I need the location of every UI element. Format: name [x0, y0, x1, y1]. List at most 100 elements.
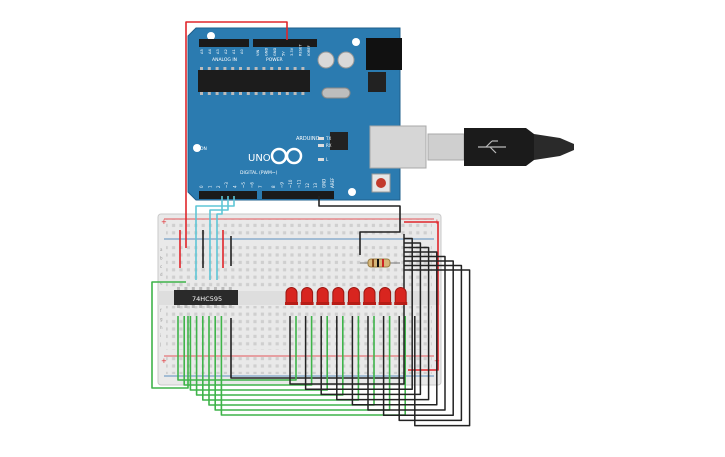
chip-pin — [228, 305, 232, 308]
atmega-pin — [246, 67, 250, 70]
digital-pin-label: 4 — [233, 185, 238, 188]
black-wire[interactable] — [404, 269, 471, 427]
atmega-pin — [293, 67, 297, 70]
black-wire[interactable] — [367, 255, 446, 411]
analog-pin-label: A2 — [224, 49, 228, 54]
green-wire[interactable] — [208, 316, 375, 406]
wire-gnd-bottom[interactable] — [230, 318, 404, 379]
led[interactable] — [378, 287, 392, 306]
green-wire[interactable] — [220, 316, 406, 416]
chip-label: 74HC595 — [192, 295, 222, 303]
wire-rail-red-right[interactable] — [404, 221, 439, 371]
wire-signal-data[interactable] — [195, 196, 235, 280]
black-wire[interactable] — [382, 260, 454, 416]
atmega-chip — [198, 70, 310, 92]
wire-green-loop[interactable] — [151, 281, 189, 389]
black-wire[interactable] — [304, 237, 413, 390]
chip-pin — [221, 287, 225, 290]
power-header[interactable] — [253, 39, 317, 47]
row-letter: j — [159, 342, 161, 347]
digital-header-low[interactable] — [199, 191, 257, 199]
usb-cable[interactable] — [369, 125, 574, 169]
led[interactable] — [300, 287, 314, 306]
black-wire[interactable] — [351, 251, 438, 406]
tx-label: TX — [325, 136, 331, 141]
top-terminal-strip[interactable] — [166, 246, 432, 290]
row-letter: e — [160, 281, 163, 286]
chip-pin — [228, 287, 232, 290]
digital-header-high[interactable] — [262, 191, 334, 199]
power-pin-label: GND — [273, 48, 277, 56]
green-output-wires[interactable] — [177, 316, 406, 416]
shift-register-chip[interactable]: 74HC595 — [174, 287, 238, 308]
green-wire[interactable] — [202, 316, 360, 401]
atmega-pin — [200, 67, 203, 70]
black-wire[interactable] — [289, 234, 405, 385]
capacitor — [317, 51, 335, 69]
bottom-power-rail[interactable] — [166, 357, 432, 374]
chip-pin — [214, 287, 217, 290]
digital-pin-label: 2 — [216, 185, 221, 188]
atmega-pin — [262, 67, 266, 70]
power-pin-label: 3.3V — [290, 47, 294, 56]
power-pin-label: VIN — [256, 49, 260, 56]
black-led-wires[interactable] — [289, 234, 471, 427]
digital-pin-label: 13 — [313, 182, 318, 188]
bottom-terminal-strip[interactable] — [166, 306, 432, 350]
arduino-uno-board[interactable]: ANALOG IN POWER UNO ARDUINO ON TX RX L D… — [187, 27, 402, 201]
digital-pin-label: ~11 — [296, 179, 301, 188]
digital-pin-label: ~6 — [249, 182, 254, 188]
power-jack[interactable] — [366, 38, 402, 70]
black-wire[interactable] — [320, 242, 422, 396]
wire-gnd-black[interactable] — [318, 196, 401, 255]
led-array[interactable] — [285, 287, 408, 306]
green-wire[interactable] — [189, 316, 328, 391]
atmega-pin — [215, 67, 219, 70]
on-led-label: ON — [200, 146, 207, 152]
led[interactable] — [285, 287, 298, 306]
atmega-pin — [285, 67, 289, 70]
digital-pin-label: 7 — [258, 185, 263, 188]
wire-signal-latch[interactable] — [216, 196, 223, 280]
atmega-pin — [200, 92, 203, 95]
chip-pin — [206, 305, 210, 308]
digital-pin-label: GND — [322, 179, 327, 188]
chip-pin — [177, 287, 180, 290]
green-wire[interactable] — [183, 316, 313, 386]
green-wire[interactable] — [214, 316, 391, 411]
atmega-pin — [293, 92, 297, 95]
top-power-rail[interactable] — [166, 219, 432, 236]
mounting-hole — [207, 32, 215, 40]
digital-pin-label: AREF — [330, 177, 335, 188]
chip-pin — [206, 287, 210, 290]
digital-pin-label: 1 — [207, 185, 212, 188]
atmega-pin — [270, 67, 274, 70]
resistor[interactable] — [360, 258, 400, 268]
row-letter: c — [160, 264, 162, 269]
atmega-pin — [262, 92, 266, 95]
green-wire[interactable] — [195, 316, 344, 396]
led[interactable] — [347, 287, 361, 306]
wires[interactable] — [151, 21, 471, 427]
chip-pin — [184, 287, 188, 290]
analog-header[interactable] — [199, 39, 249, 47]
digital-pin-label: ~5 — [241, 182, 246, 188]
led[interactable] — [363, 287, 376, 306]
digital-pin-label: 0 — [199, 185, 204, 188]
black-wire[interactable] — [336, 246, 430, 401]
green-wire[interactable] — [177, 316, 297, 381]
reset-button-cap[interactable] — [376, 178, 386, 188]
chip-pin — [214, 305, 217, 308]
wire-5v-red[interactable] — [185, 21, 288, 237]
led[interactable] — [316, 287, 330, 306]
wire-signal-clock[interactable] — [209, 196, 229, 280]
black-wire[interactable] — [398, 264, 463, 422]
voltage-regulator — [368, 72, 386, 92]
led[interactable] — [331, 287, 345, 306]
atmega-pin — [285, 92, 289, 95]
atmega-pin — [215, 92, 219, 95]
power-pin-label: GND — [265, 48, 269, 56]
led[interactable] — [394, 287, 408, 306]
